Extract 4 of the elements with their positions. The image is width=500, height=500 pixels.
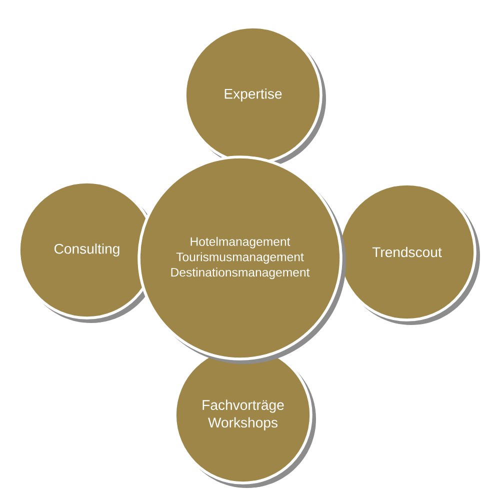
circle-node: Expertise	[184, 26, 326, 168]
circle-node: Fachvorträge Workshops	[174, 346, 316, 488]
circle-node: Hotelmanagement Tourismusmanagement Destinationsmanagement	[138, 156, 346, 364]
circle-node: Trendscout	[338, 182, 480, 325]
